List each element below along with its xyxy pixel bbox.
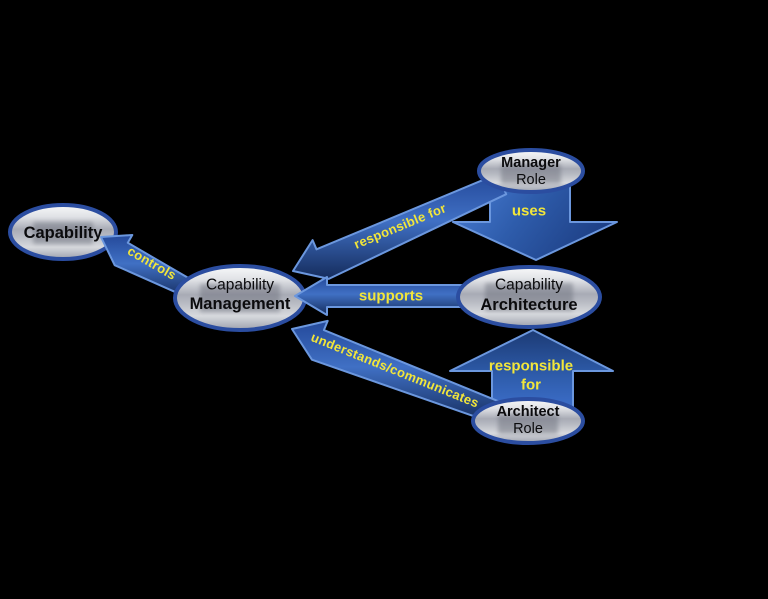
- supports-arrow: [294, 276, 476, 316]
- node-capability-management: Capability Management: [173, 264, 307, 332]
- architect-responsible-for-label-line1: responsible: [489, 358, 573, 375]
- capability-architecture-label-line2: Architecture: [480, 296, 577, 314]
- supports-edge-label: supports: [359, 288, 423, 305]
- manager-role-label-line1: Manager: [501, 155, 561, 171]
- architect-role-label-line2: Role: [513, 421, 543, 437]
- capability-management-metal-reflection: [200, 284, 280, 312]
- node-manager-role: Manager Role: [477, 148, 585, 194]
- architect-responsible-for-label-line2: for: [521, 377, 541, 394]
- capability-metal-reflection: [33, 222, 93, 244]
- capability-architecture-metal-reflection: [485, 283, 573, 311]
- capability-label: Capability: [24, 224, 104, 242]
- uses-edge-label: uses: [512, 203, 546, 220]
- node-architect-role: Architect Role: [471, 397, 585, 445]
- understands-communicates-edge: understands/communicates: [291, 319, 504, 425]
- capability-management-label-line1: Capability: [206, 277, 274, 294]
- uses-arrow: [452, 183, 618, 261]
- node-capability-architecture: Capability Architecture: [456, 265, 602, 329]
- capability-management-label-line2: Management: [190, 295, 291, 313]
- manager-role-label-line2: Role: [516, 172, 546, 188]
- node-capability: Capability: [8, 203, 118, 261]
- manager-role-metal-reflection: [501, 164, 561, 184]
- architect-role-label-line1: Architect: [497, 404, 560, 420]
- manager-responsible-for-arrow: [292, 172, 508, 280]
- capability-architecture-label-line1: Capability: [495, 277, 563, 294]
- supports-edge: supports: [294, 276, 476, 316]
- architect-role-metal-reflection: [498, 414, 558, 434]
